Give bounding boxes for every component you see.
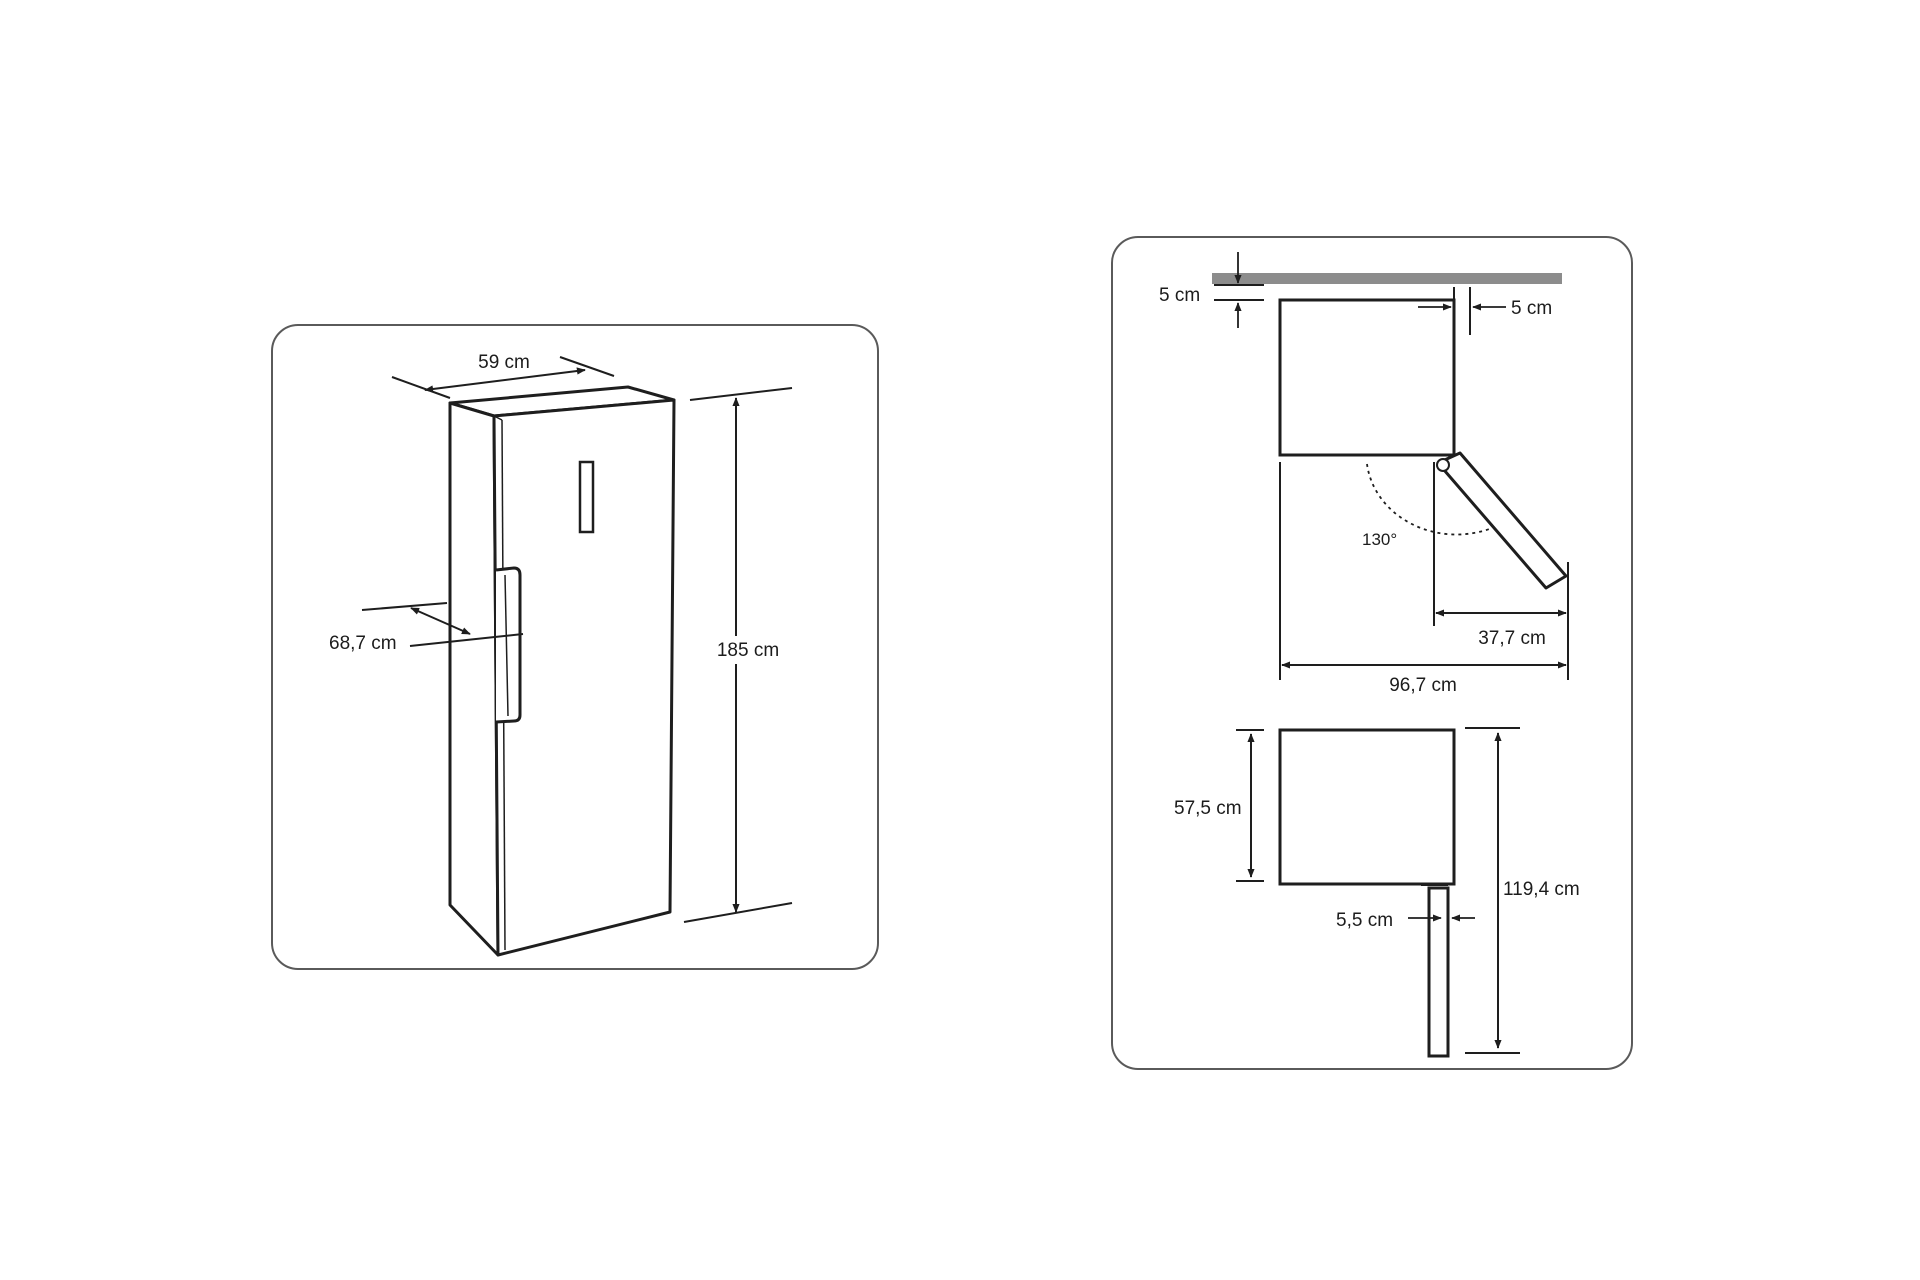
depth-right-label: 57,5 cm	[1174, 798, 1242, 819]
total-depth-dimension: 119,4 cm	[1465, 727, 1580, 1054]
right-panel-frame	[1111, 236, 1633, 1070]
door-handle	[495, 566, 522, 724]
total-width-label: 96,7 cm	[1389, 675, 1457, 696]
height-label: 185 cm	[717, 640, 779, 661]
height-dimension: 185 cm	[683, 387, 793, 923]
depth-dimension: 68,7 cm	[329, 602, 524, 654]
freezer-3d-body	[448, 385, 676, 957]
depth-label: 68,7 cm	[329, 633, 397, 654]
depth-dimension-right: 57,5 cm	[1174, 729, 1264, 882]
door-swing-dimension: 37,7 cm	[1435, 609, 1567, 649]
wall-gap-dimension: 5 cm	[1159, 252, 1264, 328]
door-edge	[1427, 886, 1450, 1058]
door-thickness-dimension: 5,5 cm	[1336, 910, 1475, 931]
door-swing-arc	[1366, 463, 1493, 536]
freezer-bottom-plan	[1278, 728, 1456, 886]
door-swing-label: 37,7 cm	[1478, 628, 1546, 649]
wall-gap-label: 5 cm	[1159, 285, 1200, 306]
freezer-top-plan	[1278, 298, 1456, 457]
left-panel-3d-view: 59 cm 68,7 cm 185 cm	[271, 324, 879, 970]
door-thickness-label: 5,5 cm	[1336, 910, 1393, 931]
angle-label: 130°	[1362, 530, 1397, 549]
side-gap-label: 5 cm	[1511, 298, 1552, 319]
width-dimension: 59 cm	[391, 352, 615, 399]
wall	[1212, 273, 1562, 284]
total-width-dimension: 96,7 cm	[1281, 661, 1567, 696]
control-display	[578, 460, 595, 534]
right-panel-top-views: 5 cm 5 cm 130° 37,7 cm 96,7	[1111, 236, 1633, 1070]
open-door: 130°	[1279, 451, 1569, 680]
total-depth-label: 119,4 cm	[1503, 879, 1580, 900]
side-gap-dimension: 5 cm	[1418, 287, 1552, 335]
width-label: 59 cm	[478, 352, 530, 373]
